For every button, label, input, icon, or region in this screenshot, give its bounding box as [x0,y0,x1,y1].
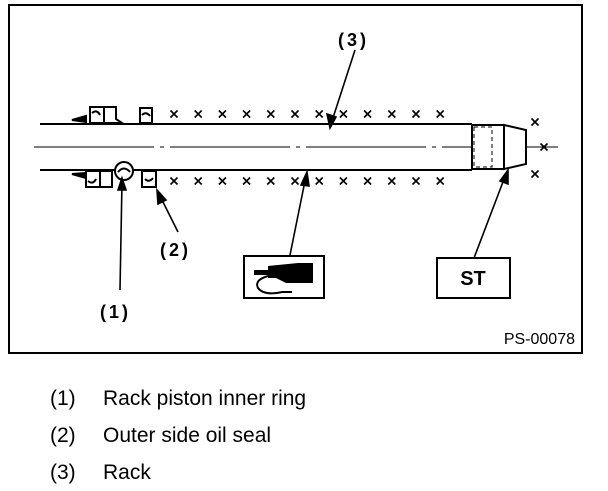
legend: (1) Rack piston inner ring (2) Outer sid… [50,380,306,491]
grease-mark [194,176,203,186]
grease-mark [315,176,324,186]
grease-mark [411,176,421,186]
figure-frame [8,4,583,354]
legend-text: Rack [103,460,151,484]
grease-mark [194,109,203,119]
grease-mark [436,109,445,119]
legend-item: (2) Outer side oil seal [50,417,306,454]
grease-mark [436,176,445,186]
callout-1-label: (1) [100,302,131,322]
grease-mark [363,176,372,186]
callout-2-label: (2) [160,240,191,260]
st-tool-label-box: ST [436,257,511,299]
grease-mark [387,109,396,119]
legend-number: (3) [50,460,76,484]
leader-lines [116,49,509,291]
legend-item: (1) Rack piston inner ring [50,380,306,417]
legend-number: (1) [50,386,76,410]
figure-id: PS-00078 [504,331,575,348]
grease-mark [530,169,540,179]
grease-mark [266,109,275,119]
grease-mark [411,109,421,119]
rack-piston-inner-ring [114,161,134,181]
oil-seal-upper [71,106,153,124]
grease-mark [387,176,396,186]
grease-mark [539,142,549,152]
grease-mark [315,109,324,119]
grease-gun-icon [243,255,325,299]
grease-mark [218,176,227,186]
callout-3-label: (3) [338,30,369,50]
grease-mark [242,176,251,186]
legend-item: (3) Rack [50,454,306,491]
grease-mark [169,109,179,119]
grease-mark [266,176,275,186]
grease-mark [242,109,251,119]
grease-mark [169,176,179,186]
grease-mark [530,117,540,127]
grease-mark [339,109,348,119]
grease-mark [290,109,300,119]
legend-text: Outer side oil seal [103,423,272,447]
oil-seal-lower [71,170,157,188]
legend-number: (2) [50,423,76,447]
grease-marks [169,109,549,186]
grease-mark [339,176,348,186]
grease-mark [290,176,300,186]
special-tool [471,123,527,171]
diagram-figure: (3) (2) (1) ST PS-00078 [8,4,583,354]
grease-mark [363,109,372,119]
grease-mark [218,109,227,119]
legend-text: Rack piston inner ring [103,386,307,410]
st-label: ST [460,268,486,290]
